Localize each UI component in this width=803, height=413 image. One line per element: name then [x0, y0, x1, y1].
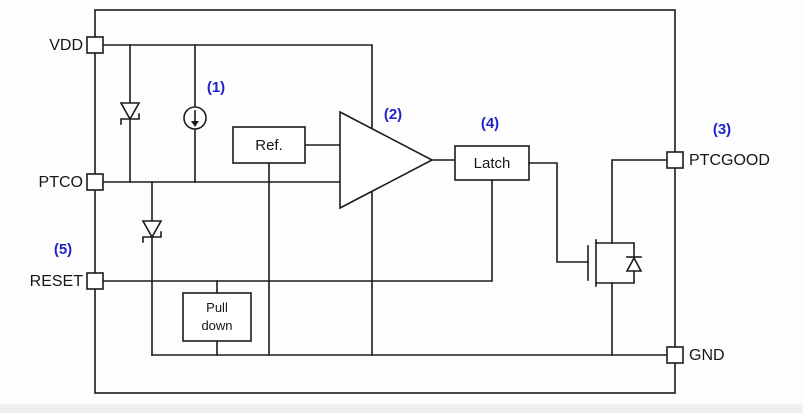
reset-pin-label: RESET: [30, 273, 84, 290]
reset-pin: [86, 272, 104, 290]
ref-block: [232, 126, 306, 164]
mosfet-drain-source-wires: [595, 242, 635, 284]
ptcgood-wire: [611, 159, 668, 244]
body-diode-icon: [625, 256, 643, 272]
esd-diode2-icon: [141, 220, 163, 239]
ic-outline: [94, 9, 676, 394]
pulldown-block: [182, 292, 252, 342]
ref-block-label: Ref.: [255, 137, 283, 154]
callout-1: (1): [207, 79, 225, 96]
latch-output-wire: [528, 162, 589, 263]
callout-5: (5): [54, 241, 72, 258]
bottom-strip: [0, 404, 803, 413]
gnd-pin-label: GND: [689, 347, 725, 364]
vdd-pin: [86, 36, 104, 54]
callout-4: (4): [481, 115, 499, 132]
current-source-arrowhead-icon: [191, 121, 199, 127]
esd-diode2-cathode-icon: [142, 231, 162, 243]
vdd-pin-label: VDD: [49, 37, 83, 54]
callout-3: (3): [713, 121, 731, 138]
gnd-pin: [666, 346, 684, 364]
ptcgood-pin-label: PTCGOOD: [689, 152, 770, 169]
vdd-rail-wire: [102, 44, 373, 130]
callout-2: (2): [384, 106, 402, 123]
esd-diode1-icon: [119, 102, 141, 121]
ptcgood-pin: [666, 151, 684, 169]
ptco-pin-label: PTCO: [39, 174, 83, 191]
esd-diode1-cathode-icon: [120, 113, 140, 125]
ptco-pin: [86, 173, 104, 191]
latch-block-label: Latch: [474, 155, 511, 172]
comparator-icon: [339, 110, 434, 210]
reset-rail-wire: [102, 179, 493, 282]
pulldown-label-line2: down: [201, 318, 232, 333]
pulldown-label-line1: Pull: [206, 300, 228, 315]
